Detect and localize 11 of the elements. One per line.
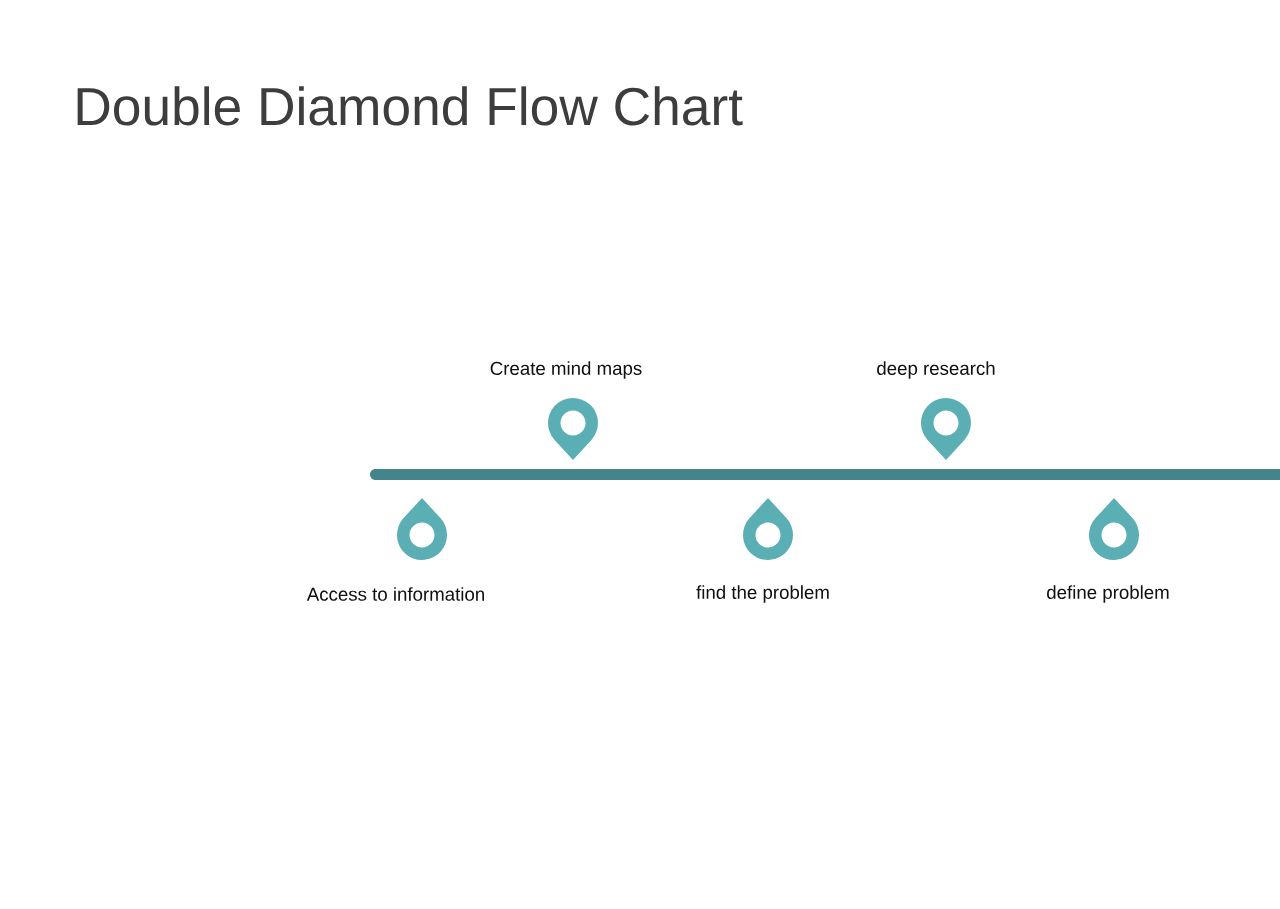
pin-label: Create mind maps xyxy=(490,361,642,379)
pin-label: find the problem xyxy=(696,585,829,603)
title: Double Diamond Flow Chart xyxy=(77,86,743,126)
location-pin xyxy=(397,498,447,560)
pin-label: Access to information xyxy=(306,587,484,601)
pin-label: define problem xyxy=(1047,585,1169,603)
location-pin xyxy=(921,398,971,460)
location-pin xyxy=(743,498,793,560)
pin-label: deep research xyxy=(877,361,995,379)
location-pin xyxy=(1089,498,1139,560)
location-pin xyxy=(548,398,598,460)
